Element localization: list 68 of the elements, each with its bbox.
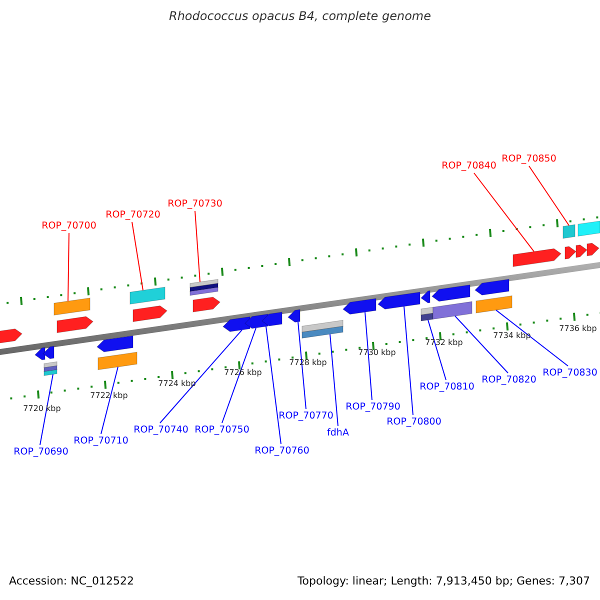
gene-block [130, 286, 166, 304]
gene-block [420, 306, 434, 322]
gene-bar [564, 246, 576, 260]
gene-bar [222, 316, 250, 332]
position-label: 7736 kbp [559, 325, 597, 333]
gene-bar [586, 242, 600, 256]
gene-block [44, 361, 58, 376]
leader-line [68, 232, 70, 302]
gene-label: ROP_70710 [74, 436, 128, 446]
genome-info-text: Accession: NC_012522 [9, 576, 134, 586]
gene-bar [192, 296, 220, 312]
gene-label: ROP_70820 [482, 375, 536, 385]
leader-line [404, 306, 414, 416]
gene-bar [0, 328, 22, 344]
gene-label: ROP_70790 [346, 402, 400, 412]
gene-label: ROP_70770 [278, 411, 334, 421]
gene-bar [96, 335, 134, 352]
leader-line [298, 321, 306, 410]
gene-label: ROP_70690 [14, 447, 68, 457]
gene-bar [474, 278, 510, 296]
gene-label: ROP_70810 [420, 382, 474, 392]
gene-block [302, 320, 344, 339]
gene-bar [34, 347, 46, 360]
leader-line [222, 327, 256, 424]
gene-bar [42, 346, 54, 360]
leader-line [100, 366, 118, 434]
chart-title: Rhodococcus opacus B4, complete genome [168, 9, 432, 23]
position-label: 7734 kbp [493, 332, 531, 340]
gene-block [432, 301, 472, 320]
genome-info-text: Topology: linear; Length: 7,913,450 bp; Genes: 7,307 [297, 576, 590, 586]
leader-line [428, 319, 446, 380]
gene-label: ROP_70830 [542, 368, 598, 378]
gene-label: ROP_70740 [134, 425, 188, 435]
position-label: 7724 kbp [158, 380, 196, 388]
gene-bar [262, 312, 282, 326]
leader-line [496, 310, 568, 366]
gene-label: ROP_70760 [254, 446, 310, 456]
gene-block [578, 220, 600, 237]
leader-line [194, 210, 200, 282]
gene-label: ROP_70700 [42, 221, 96, 231]
gene-label: ROP_70720 [106, 210, 160, 220]
gene-bar [56, 316, 94, 334]
gene-block [54, 298, 90, 316]
gene-label: ROP_70750 [194, 425, 250, 435]
leader-line [528, 166, 570, 226]
gene-label: fdhA [327, 428, 349, 438]
position-label: 7722 kbp [90, 392, 128, 400]
leader-line [330, 334, 338, 426]
gene-label: ROP_70850 [502, 154, 556, 164]
leader-line [40, 374, 54, 446]
gene-bar [342, 298, 376, 315]
gene-bar [132, 305, 168, 322]
leader-line [364, 312, 372, 400]
gene-block [476, 295, 512, 314]
leader-line [132, 222, 144, 291]
leader-line [454, 316, 508, 374]
gene-label: ROP_70840 [442, 161, 496, 171]
leader-line [474, 172, 534, 252]
leader-line [160, 329, 242, 424]
gene-label: ROP_70800 [386, 417, 442, 427]
gene-block [190, 279, 218, 296]
gene-bar [512, 248, 562, 267]
gene-bar [576, 244, 588, 258]
gene-block [98, 352, 138, 370]
gene-bar [288, 309, 300, 323]
leader-line [266, 326, 282, 444]
gene-label: ROP_70730 [168, 199, 222, 209]
gene-block [562, 224, 576, 239]
